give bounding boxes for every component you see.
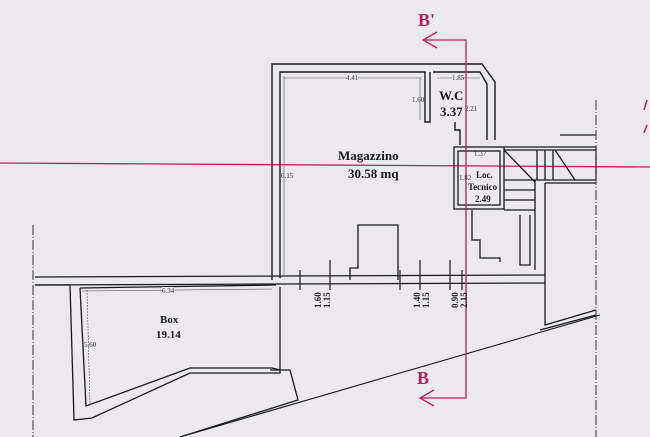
dim-wc-width: 1.85 bbox=[452, 74, 465, 82]
opening-3-bottom: 2.15 bbox=[459, 292, 469, 308]
dim-wc-height: 2.21 bbox=[465, 105, 478, 113]
dim-loc-height: 1.82 bbox=[459, 174, 472, 182]
room-area-magazzino: 30.58 mq bbox=[348, 166, 399, 181]
opening-2-bottom: 1.15 bbox=[421, 292, 431, 308]
room-area-wc: 3.37 bbox=[440, 104, 463, 119]
loc-tecnico-walls bbox=[453, 134, 597, 331]
dim-magazzino-height: 6.15 bbox=[281, 172, 294, 180]
dim-box-height: 5.60 bbox=[84, 341, 97, 349]
room-name-wc: W.C bbox=[439, 88, 464, 103]
room-name-magazzino: Magazzino bbox=[338, 148, 399, 163]
box-walls bbox=[35, 284, 299, 437]
dim-box-width: 6.34 bbox=[162, 287, 175, 295]
horizontal-section-line bbox=[0, 162, 650, 168]
section-line-b bbox=[418, 31, 467, 407]
room-name-loc: Loc. bbox=[476, 170, 493, 180]
dim-wall-depth: 1.60 bbox=[412, 96, 425, 104]
opening-1-bottom: 1.15 bbox=[322, 292, 332, 308]
dim-loc-width: 1.37 bbox=[474, 150, 487, 158]
room-area-loc: 2.49 bbox=[475, 194, 491, 204]
room-name-box: Box bbox=[160, 314, 179, 326]
section-label-bottom: B bbox=[417, 368, 430, 388]
front-wall bbox=[34, 260, 546, 290]
room-area-box: 19.14 bbox=[156, 329, 181, 341]
magazzino-walls bbox=[271, 63, 496, 280]
room-name-tecnico: Tecnico bbox=[468, 182, 498, 192]
dim-magazzino-width: 4.41 bbox=[346, 74, 359, 82]
section-label-top: B' bbox=[418, 10, 436, 30]
